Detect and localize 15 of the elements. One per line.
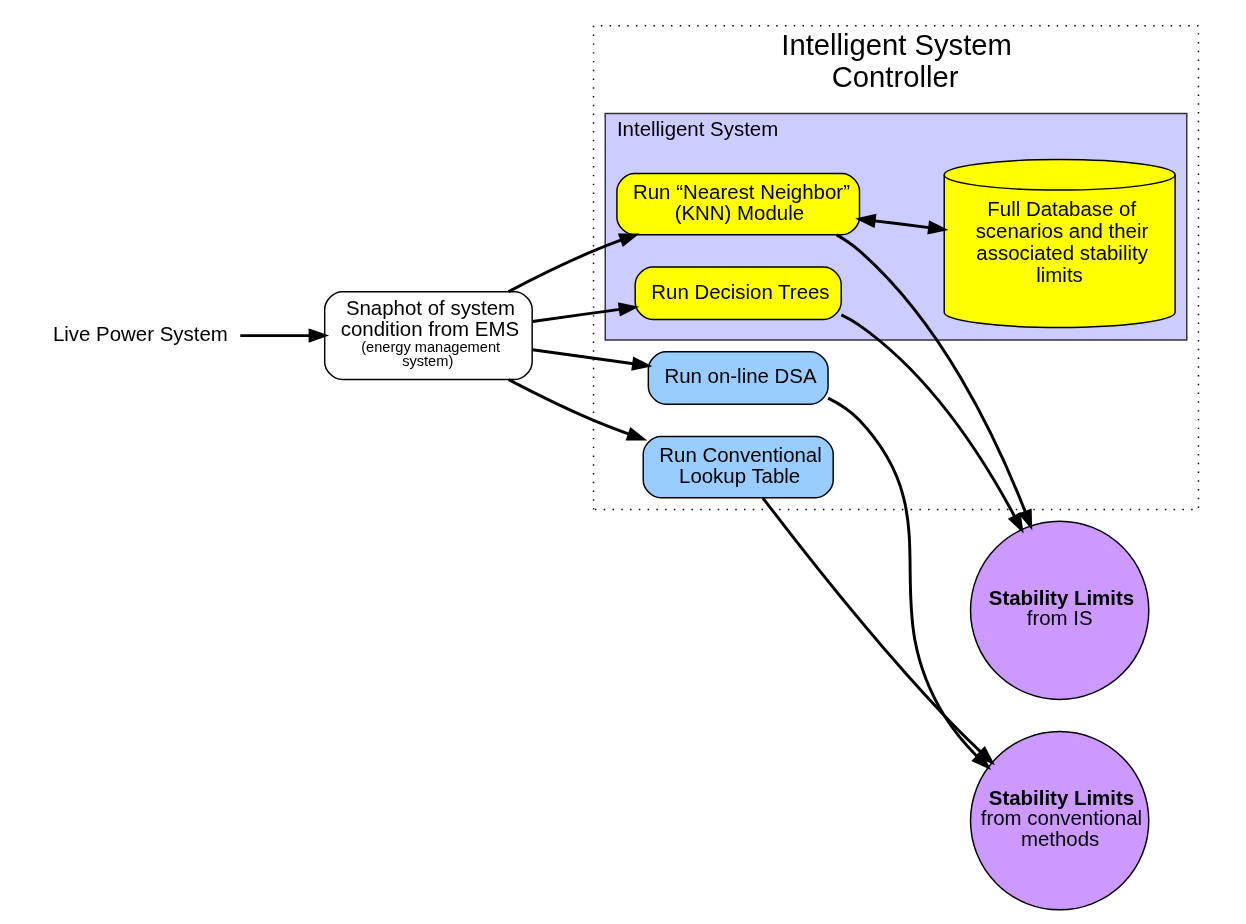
node-box: Run Conventional Lookup Table <box>642 435 834 499</box>
node-box: Run “Nearest Neighbor” (KNN) Module <box>615 172 860 236</box>
arrow <box>507 378 647 441</box>
arrow <box>854 213 948 235</box>
arrow <box>531 302 639 323</box>
node-circle: Stability Limits from IS <box>969 520 1149 701</box>
arrow <box>531 348 652 371</box>
node-box: Snaphot of system condition from EMS (energy management system) <box>323 291 533 381</box>
node-text: Live Power System <box>52 322 228 346</box>
arrow <box>835 233 1032 531</box>
node-box: Run Decision Trees <box>633 266 842 321</box>
arrow <box>840 313 1024 534</box>
arrow <box>507 233 640 293</box>
node-box: Run on-line DSA <box>647 350 829 405</box>
arrow <box>239 328 329 343</box>
